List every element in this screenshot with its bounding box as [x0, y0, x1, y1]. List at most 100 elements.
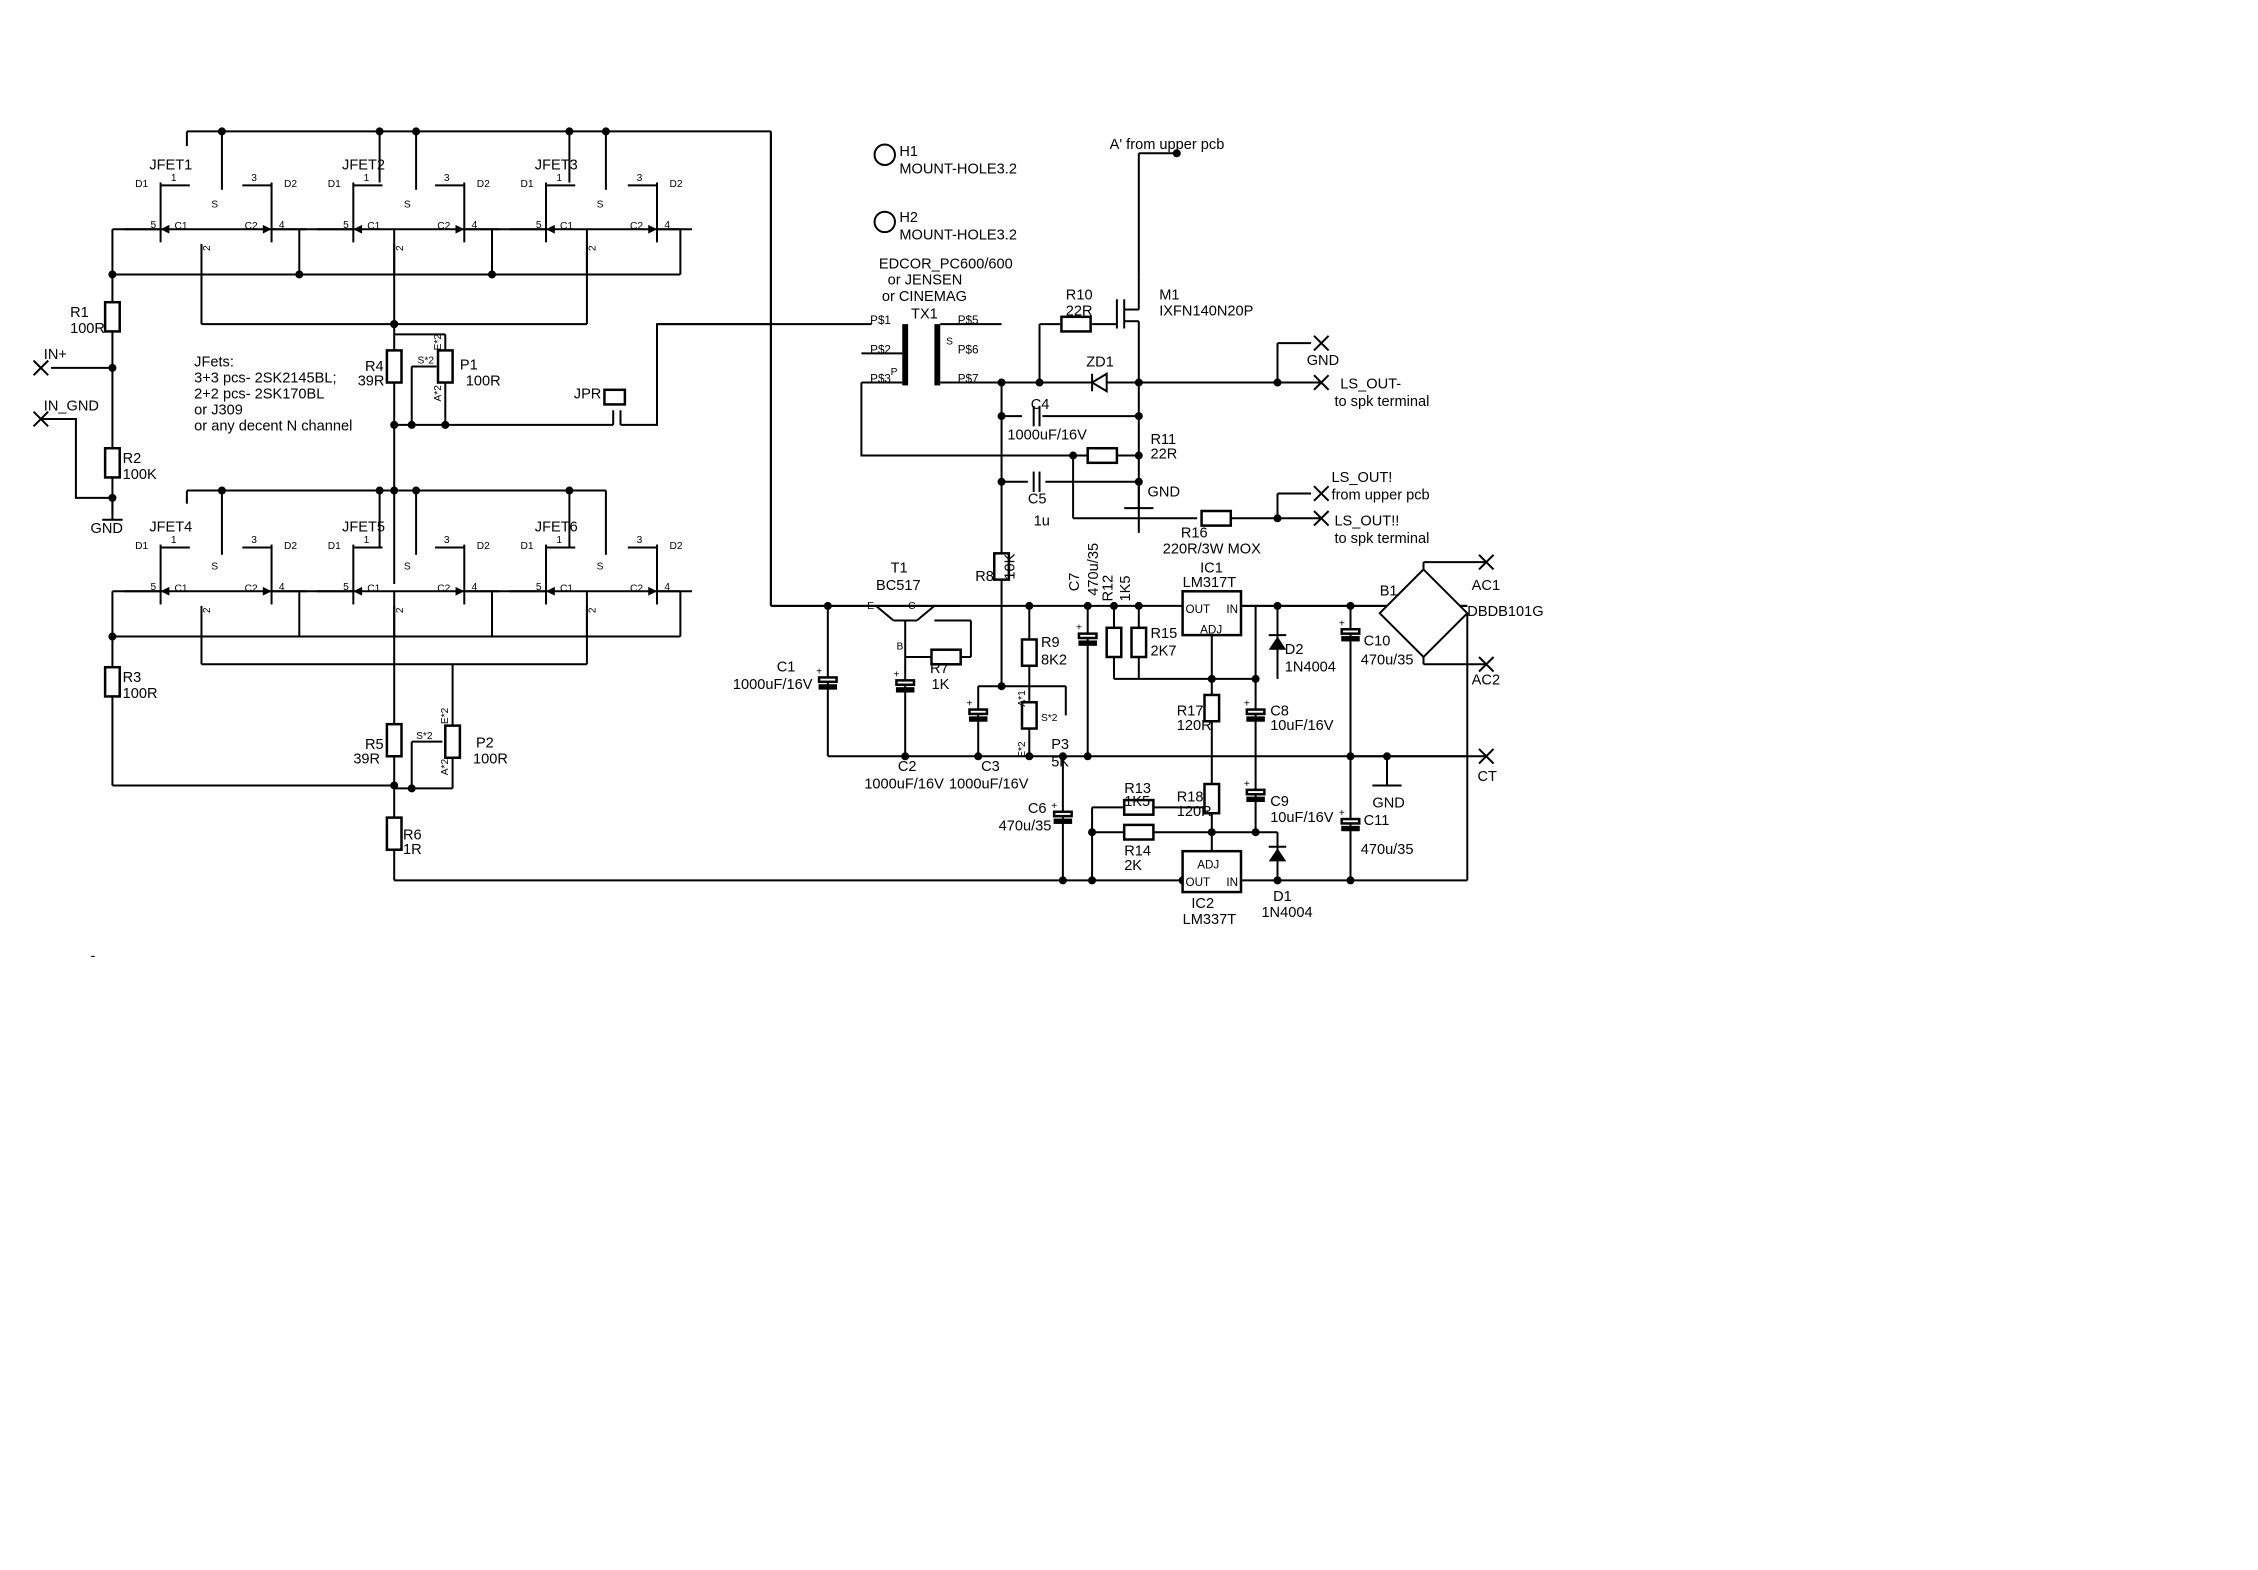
R14-ref: R14	[1124, 844, 1151, 860]
C8	[1245, 708, 1266, 716]
jfet-4-pin2: 2	[395, 607, 406, 613]
R9-val: 8K2	[1041, 652, 1067, 668]
IC1-out: OUT	[1186, 603, 1211, 616]
C10-val: 470u/35	[1361, 652, 1414, 668]
to-spk-1: to spk terminal	[1334, 394, 1429, 410]
gnd-top-label: GND	[1307, 353, 1339, 369]
jfet-4-c1-label: C1	[367, 583, 380, 594]
junction	[997, 378, 1006, 387]
wires	[32, 127, 1495, 885]
a-from-upper-label: A' from upper pcb	[1110, 137, 1225, 153]
JPR	[603, 388, 627, 406]
H2-val: MOUNT-HOLE3.2	[899, 227, 1017, 243]
C11	[1340, 817, 1361, 825]
jfet-note-4: or any decent N channel	[194, 419, 352, 435]
IC1-val: LM317T	[1183, 575, 1237, 591]
tx-core-right	[934, 324, 941, 386]
D2-ref: D2	[1285, 642, 1304, 658]
IC2-adj: ADJ	[1197, 859, 1219, 872]
jfet-0-pin4: 4	[279, 220, 285, 231]
R2	[103, 446, 121, 479]
from-upper-label: from upper pcb	[1332, 487, 1430, 503]
R17-ref: R17	[1177, 703, 1204, 719]
T1-e: E	[867, 601, 874, 612]
tx-line3: or CINEMAG	[882, 289, 967, 305]
tx-core-left	[902, 324, 909, 386]
jfet-4-pin5: 5	[343, 582, 349, 593]
tx-p5: P$5	[958, 314, 979, 327]
junction	[1025, 752, 1034, 761]
junction	[1172, 149, 1181, 158]
C6	[1053, 818, 1073, 824]
R15-val: 2K7	[1150, 644, 1176, 660]
gnd-left: GND	[91, 521, 123, 537]
R8	[993, 552, 1011, 581]
R8-ref: R8	[975, 569, 994, 585]
T1-val: BC517	[876, 578, 921, 594]
tx-return	[860, 382, 1074, 457]
H2-ref: H2	[899, 210, 918, 226]
tx-p: P	[891, 367, 898, 378]
gnd-right-label: GND	[1372, 795, 1404, 811]
jfet-5-s-label: S	[597, 561, 604, 572]
dash-label: -	[91, 949, 96, 965]
jfet-5-d1-label: D1	[521, 541, 534, 552]
P1-ref: P1	[460, 357, 478, 373]
R7-val: 1K	[931, 677, 949, 693]
R10	[1060, 315, 1092, 333]
P2-s: S*2	[416, 731, 433, 742]
ac2-port	[1478, 656, 1495, 673]
B1	[1378, 567, 1469, 659]
jfet-1-pin4: 4	[472, 220, 478, 231]
R3	[103, 665, 121, 698]
ls-out-excl-label: LS_OUT!	[1332, 470, 1393, 486]
B1-val: DBDB101G	[1467, 604, 1543, 620]
junction	[1083, 752, 1092, 761]
jfet-1-ref: JFET2	[342, 157, 385, 173]
R12	[1105, 626, 1123, 659]
jfet-1-arrow	[353, 224, 363, 234]
tx-p6: P$6	[958, 343, 979, 356]
IC1-in: IN	[1226, 603, 1238, 616]
R7	[930, 648, 962, 666]
C5-ref: C5	[1028, 492, 1047, 508]
IC2-in: IN	[1226, 876, 1238, 889]
C8	[1246, 716, 1265, 722]
R2-val: 100K	[123, 467, 157, 483]
T1-c: C	[908, 601, 915, 612]
junction	[1134, 601, 1143, 610]
P3-val: 5K	[1051, 755, 1069, 771]
jfet-3-c2-label: C2	[245, 583, 258, 594]
T1-ref: T1	[891, 560, 908, 576]
jfet-5-c1-label: C1	[560, 583, 573, 594]
jfet-1-pin5: 5	[343, 220, 349, 231]
ct-label: CT	[1478, 769, 1498, 785]
R16-ref: R16	[1181, 525, 1208, 541]
jfet-note-0: JFets:	[194, 354, 234, 370]
junction	[1134, 451, 1143, 460]
components	[103, 143, 1469, 894]
R11-val: 22R	[1150, 446, 1177, 462]
C7	[1078, 640, 1097, 646]
ac2-label: AC2	[1472, 673, 1500, 689]
wire	[875, 605, 895, 622]
P2-ref: P2	[476, 736, 494, 752]
D2	[1268, 636, 1287, 650]
R2-ref: R2	[123, 451, 142, 467]
ZD1-ref: ZD1	[1086, 354, 1114, 370]
P2	[444, 724, 462, 759]
jfet-3-pin3: 3	[251, 535, 257, 546]
C3-val: 1000uF/16V	[949, 776, 1029, 792]
C6	[1052, 810, 1073, 818]
jfet-5-pin4: 4	[664, 582, 670, 593]
junction	[390, 320, 399, 329]
P1-a: A*2	[433, 385, 444, 402]
jfet-4-arrow	[353, 586, 363, 596]
junction	[108, 270, 117, 279]
tx-ref: TX1	[911, 306, 938, 322]
jfet-note-3: or J309	[194, 403, 243, 419]
jfet-2-pin4: 4	[664, 220, 670, 231]
R16-val: 220R/3W MOX	[1163, 541, 1261, 557]
jfet-0-pin5: 5	[150, 220, 156, 231]
